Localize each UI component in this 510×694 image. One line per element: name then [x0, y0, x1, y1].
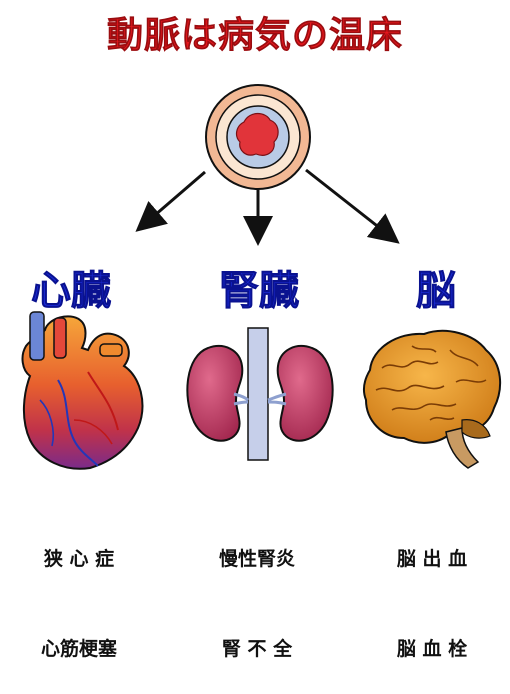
organ-label-kidney: 腎臓	[219, 268, 300, 315]
disease-myocardial-infarction: 心筋梗塞	[40, 638, 117, 660]
heart-icon	[21, 311, 144, 470]
disease-renal-failure: 腎 不 全	[221, 638, 293, 660]
disease-list-brain: 脳 出 血 脳 血 栓	[362, 484, 502, 694]
arrow-to-heart	[135, 170, 206, 232]
organ-label-heart: 心臓	[31, 268, 112, 315]
diagram-canvas	[21, 84, 502, 470]
diagram-title: 動脈は病気の温床	[106, 15, 403, 57]
disease-cerebral-hemorrhage: 脳 出 血	[396, 548, 468, 570]
disease-list-heart: 狭 心 症 心筋梗塞	[4, 484, 154, 694]
disease-list-kidney: 慢性腎炎 腎 不 全	[182, 484, 332, 694]
artery-cross-section-icon	[205, 84, 311, 190]
organ-label-brain: 脳	[416, 268, 457, 315]
disease-angina: 狭 心 症	[43, 548, 115, 570]
arrow-to-brain	[305, 168, 400, 244]
disease-chronic-nephritis: 慢性腎炎	[218, 548, 295, 570]
disease-cerebral-thrombosis: 脳 血 栓	[396, 638, 468, 660]
kidneys-icon	[186, 327, 334, 461]
brain-icon	[362, 329, 502, 469]
